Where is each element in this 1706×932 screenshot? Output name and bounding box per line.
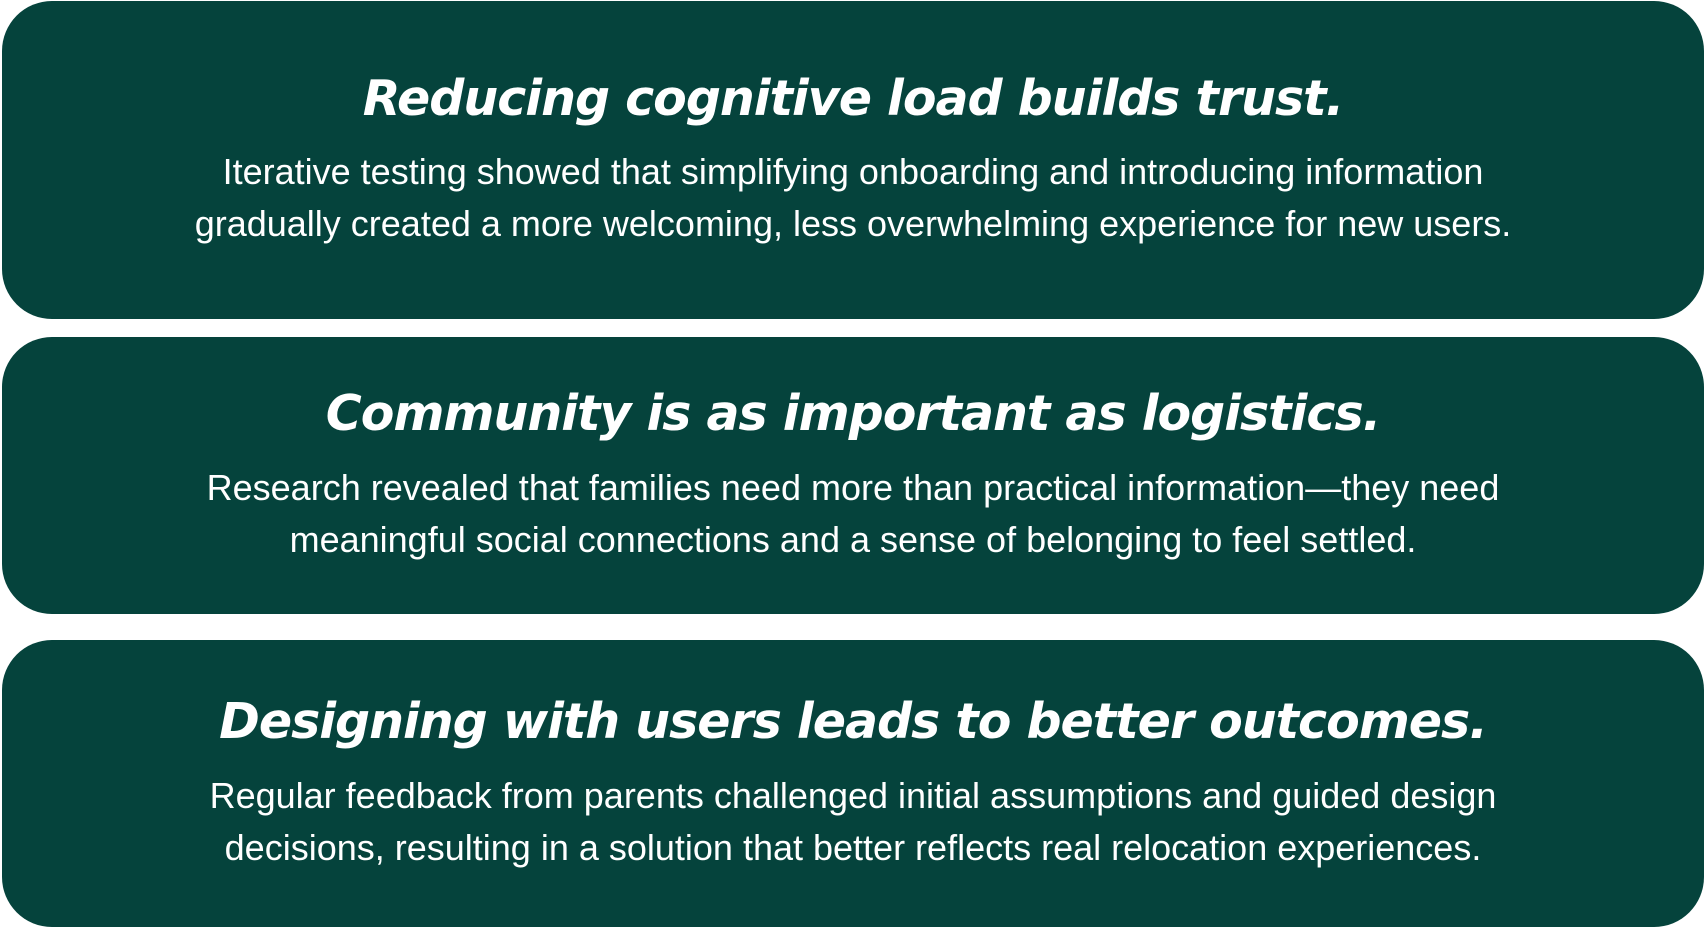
card-body: Iterative testing showed that simplifyin… <box>195 146 1512 250</box>
card-body-line: gradually created a more welcoming, less… <box>194 203 1512 245</box>
card-body: Regular feedback from parents challenged… <box>210 770 1497 874</box>
insight-card-community: Community is as important as logistics. … <box>2 337 1704 614</box>
card-title: Community is as important as logistics. <box>325 385 1381 443</box>
card-body-line: meaningful social connections and a sens… <box>289 518 1417 560</box>
card-body-line: decisions, resulting in a solution that … <box>224 826 1482 868</box>
card-title: Reducing cognitive load builds trust. <box>362 69 1344 127</box>
card-title: Designing with users leads to better out… <box>219 693 1488 751</box>
card-body-line: Regular feedback from parents challenged… <box>209 774 1497 816</box>
insight-card-designing-with-users: Designing with users leads to better out… <box>2 640 1704 927</box>
card-body: Research revealed that families need mor… <box>207 462 1500 566</box>
card-body-line: Iterative testing showed that simplifyin… <box>222 151 1484 193</box>
insight-card-cognitive-load: Reducing cognitive load builds trust. It… <box>2 1 1704 319</box>
card-body-line: Research revealed that families need mor… <box>206 466 1500 508</box>
